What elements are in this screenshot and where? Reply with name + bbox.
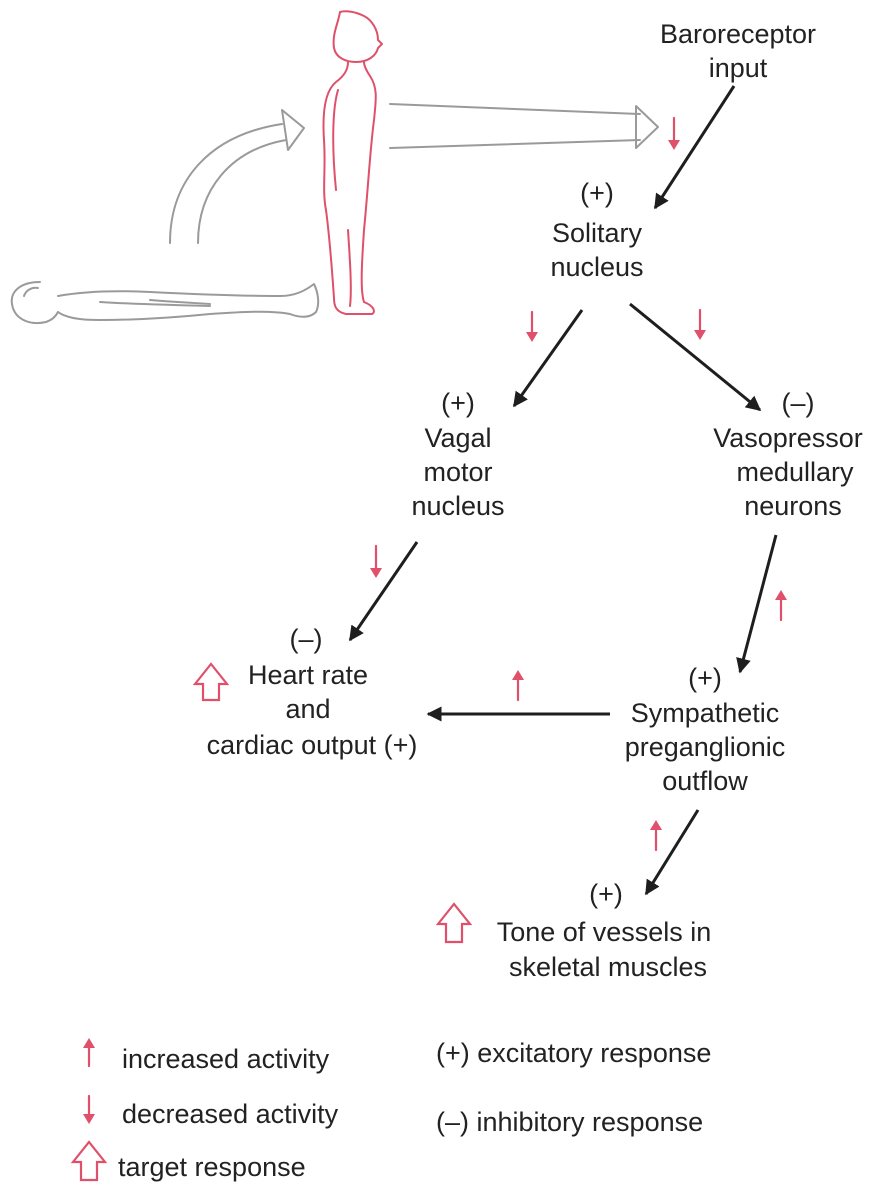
solitary-line1: Solitary xyxy=(552,218,643,248)
sympathetic-line2: preganglionic xyxy=(625,732,786,762)
decreased-activity-marker-vagal-path xyxy=(526,310,538,342)
vasopressor-line2: medullary xyxy=(736,457,854,487)
legend-decreased-label: decreased activity xyxy=(122,1099,339,1129)
target-response-icon-tone xyxy=(435,902,473,944)
decreased-activity-marker-vasopressor-path xyxy=(694,308,706,340)
vagal-line3: nucleus xyxy=(411,491,504,521)
tone-line1: Tone of vessels in xyxy=(497,917,712,947)
stimulus-hollow-arrows xyxy=(389,103,659,149)
vagal-line1: Vagal xyxy=(424,423,491,453)
standing-figure xyxy=(322,10,383,315)
sympathetic-line3: outflow xyxy=(662,766,748,796)
baroreceptor-line1: Baroreceptor xyxy=(660,19,816,49)
legend-decreased-icon xyxy=(83,1094,95,1124)
solitary-sign: (+) xyxy=(580,178,614,208)
increased-activity-marker-tone-path xyxy=(650,820,662,852)
tone-sign: (+) xyxy=(589,879,623,909)
arrow-solitary-to-vagal xyxy=(512,309,584,408)
node-vasopressor-medullary-neurons: (–) Vasopressor medullary neurons xyxy=(713,388,863,521)
tone-line2: skeletal muscles xyxy=(509,952,707,982)
node-heart-rate-cardiac-output: (–) Heart rate and cardiac output (+) xyxy=(207,624,418,760)
baroreceptor-line2: input xyxy=(709,53,768,83)
solitary-line2: nucleus xyxy=(550,252,643,282)
legend-increased-label: increased activity xyxy=(122,1044,330,1074)
decreased-activity-marker-heart-path xyxy=(370,544,382,578)
arrow-baroreceptor-to-solitary xyxy=(653,85,736,210)
sympathetic-line1: Sympathetic xyxy=(631,698,780,728)
posture-change-curved-arrow xyxy=(169,109,305,244)
arrow-solitary-to-vasopressor xyxy=(629,302,762,412)
vasopressor-line1: Vasopressor xyxy=(713,423,863,453)
increased-activity-marker-heart-horizontal xyxy=(512,670,524,702)
vagal-line2: motor xyxy=(423,457,492,487)
sympathetic-sign: (+) xyxy=(688,663,722,693)
heart-line1: Heart rate xyxy=(248,660,368,690)
node-solitary-nucleus: (+) Solitary nucleus xyxy=(550,178,643,282)
lying-figure xyxy=(10,281,320,324)
vasopressor-sign: (–) xyxy=(782,388,815,418)
node-vagal-motor-nucleus: (+) Vagal motor nucleus xyxy=(411,388,504,521)
legend-inhibitory-label: (–) inhibitory response xyxy=(436,1107,703,1137)
node-tone-of-vessels: (+) Tone of vessels in skeletal muscles xyxy=(497,879,712,982)
increased-activity-marker-sympathetic-path xyxy=(775,590,787,622)
legend-target-label: target response xyxy=(118,1152,306,1182)
vasopressor-line3: neurons xyxy=(744,491,842,521)
node-sympathetic-preganglionic-outflow: (+) Sympathetic preganglionic outflow xyxy=(625,663,786,796)
heart-sign: (–) xyxy=(290,624,323,654)
heart-line2: and xyxy=(285,694,330,724)
arrow-vagal-to-heart xyxy=(348,541,419,642)
arrow-sympathetic-to-tone xyxy=(644,809,700,896)
heart-line3: cardiac output (+) xyxy=(207,730,418,760)
legend-increased-icon xyxy=(83,1038,95,1068)
legend-excitatory-label: (+) excitatory response xyxy=(436,1038,711,1068)
decreased-activity-marker-stimulus xyxy=(668,116,680,150)
legend: increased activity decreased activity ta… xyxy=(70,1038,711,1182)
legend-target-icon xyxy=(70,1140,108,1182)
target-response-icon-heart xyxy=(192,662,230,702)
vagal-sign: (+) xyxy=(441,388,475,418)
node-baroreceptor-input: Baroreceptor input xyxy=(660,19,816,83)
arrow-vasopressor-to-sympathetic xyxy=(736,534,778,674)
